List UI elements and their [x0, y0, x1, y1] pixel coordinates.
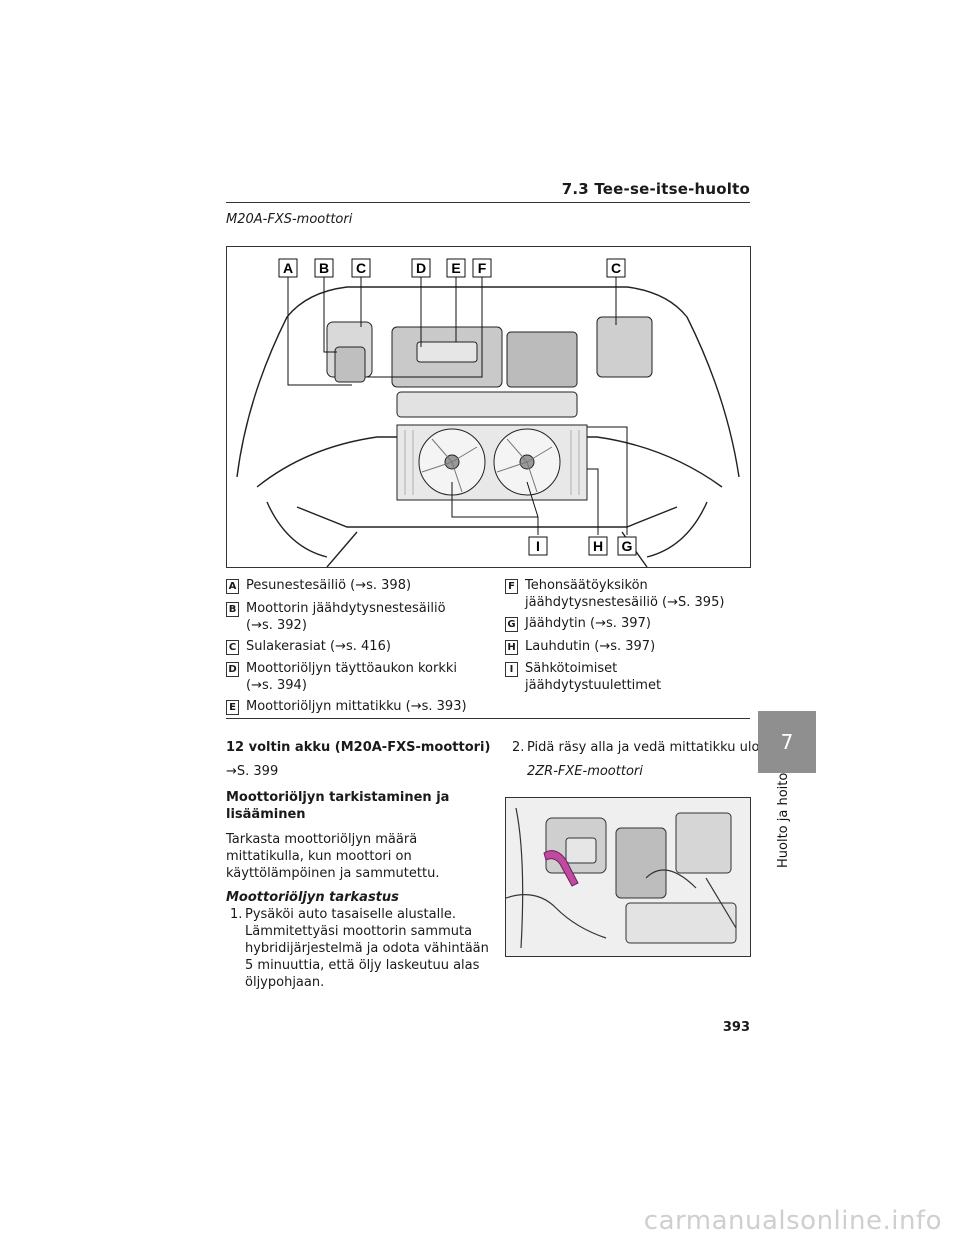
chapter-label: Huolto ja hoito [776, 772, 791, 868]
battery-ref: →S. 399 [226, 764, 279, 779]
engine-figure-m20a: A B C D E F C [226, 246, 751, 568]
label-h: H [593, 538, 603, 554]
legend-text: Lauhdutin (→s. 397) [525, 639, 656, 654]
legend-text: Tehonsäätöyksikön jäähdytysnestesäiliö (… [525, 578, 725, 610]
engine-figure-2zr [505, 797, 751, 957]
oil-intro: Tarkasta moottoriöljyn määrä mittatikull… [226, 832, 440, 881]
chapter-tab: 7 [758, 711, 816, 773]
oil-heading: Moottoriöljyn tarkistaminen ja lisäämine… [226, 790, 450, 822]
label-e: E [451, 260, 460, 276]
legend-text: Sähkötoimiset jäähdytystuulettimet [525, 661, 662, 693]
legend-item-h: H Lauhdutin (→s. 397) [505, 638, 755, 655]
label-f: F [478, 260, 487, 276]
legend-text: Moottorin jäähdytysnestesäiliö (→s. 392) [246, 601, 446, 633]
legend-key: A [226, 579, 239, 594]
label-d: D [416, 260, 426, 276]
figure1-top-labels: A B C D E F C [278, 258, 626, 278]
label-i: I [536, 538, 540, 554]
legend-item-c: C Sulakerasiat (→s. 416) [226, 638, 476, 655]
watermark: carmanualsonline.info [643, 1206, 942, 1236]
label-c2: C [611, 260, 621, 276]
legend-item-a: A Pesunestesäiliö (→s. 398) [226, 577, 476, 594]
legend-text: Sulakerasiat (→s. 416) [246, 639, 391, 654]
legend-item-f: F Tehonsäätöyksikön jäähdytysnestesäiliö… [505, 577, 755, 611]
legend-key: E [226, 700, 239, 715]
dipstick-highlight-icon [543, 850, 579, 887]
label-c: C [356, 260, 366, 276]
legend-key: F [505, 579, 518, 594]
step-1-number: 1. [230, 907, 243, 922]
page-number: 393 [722, 1020, 750, 1035]
legend-item-d: D Moottoriöljyn täyttöaukon korkki (→s. … [226, 660, 476, 694]
legend-text: Pesunestesäiliö (→s. 398) [246, 578, 412, 593]
header-title: 7.3 Tee-se-itse-huolto [561, 180, 750, 198]
legend-text: Moottoriöljyn mittatikku (→s. 393) [246, 699, 467, 714]
legend-rule [226, 718, 750, 719]
battery-heading: 12 voltin akku (M20A-FXS-moottori) [226, 740, 491, 755]
step-1-text: Pysäköi auto tasaiselle alustalle. Lämmi… [245, 907, 489, 990]
legend-item-g: G Jäähdytin (→s. 397) [505, 615, 755, 632]
legend-key: H [505, 640, 518, 655]
figure2-caption: 2ZR-FXE-moottori [527, 764, 643, 779]
step-2-number: 2. [512, 740, 525, 755]
legend-item-i: I Sähkötoimiset jäähdytystuulettimet [505, 660, 755, 694]
legend-key: C [226, 640, 239, 655]
legend-key: D [226, 662, 239, 677]
label-g: G [622, 538, 633, 554]
check-heading: Moottoriöljyn tarkastus [226, 890, 399, 905]
legend-text: Moottoriöljyn täyttöaukon korkki (→s. 39… [246, 661, 458, 693]
legend-key: G [505, 617, 518, 632]
label-b: B [319, 260, 329, 276]
legend-key: I [505, 662, 518, 677]
legend-item-b: B Moottorin jäähdytysnestesäiliö (→s. 39… [226, 600, 476, 634]
legend-key: B [226, 602, 239, 617]
legend-text: Jäähdytin (→s. 397) [525, 616, 651, 631]
header-rule [226, 202, 750, 203]
figure1-caption: M20A-FXS-moottori [226, 212, 353, 227]
legend-item-e: E Moottoriöljyn mittatikku (→s. 393) [226, 698, 476, 715]
figure1-bottom-labels: I H G [528, 536, 637, 556]
label-a: A [283, 260, 293, 276]
step-2-text: Pidä räsy alla ja vedä mittatikku ulos. [527, 740, 771, 755]
